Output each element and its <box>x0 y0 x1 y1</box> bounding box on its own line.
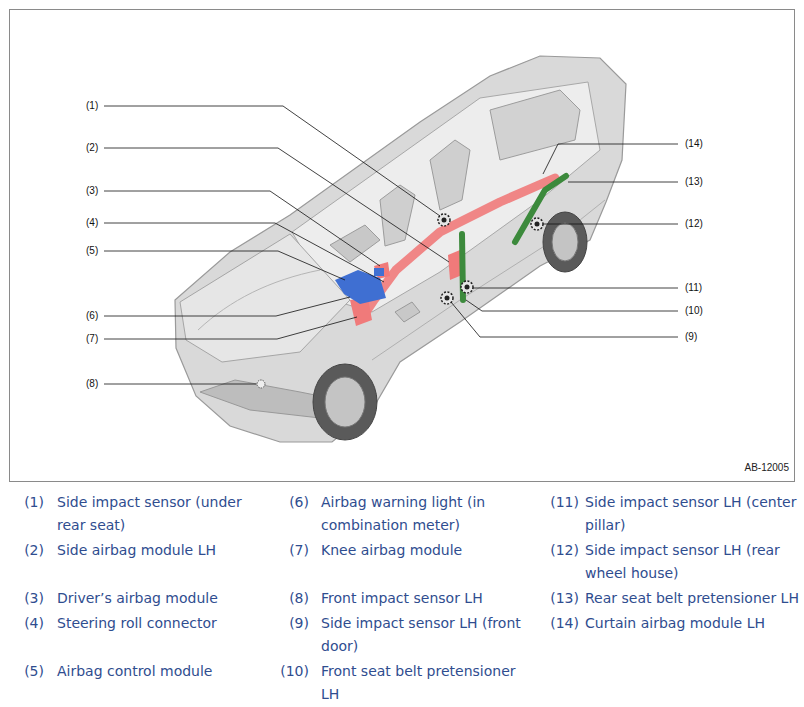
callout-number: (10) <box>684 305 704 317</box>
wheel-rim <box>325 377 365 427</box>
seat <box>380 185 415 246</box>
callout-number: (4) <box>85 217 99 229</box>
callout-number: (7) <box>85 333 99 345</box>
callout-number: (6) <box>85 310 99 322</box>
part-name: Front impact sensor LH <box>321 587 537 610</box>
item-number: (10) <box>280 660 309 683</box>
roll-connector <box>374 268 384 276</box>
item-number: (7) <box>289 539 309 562</box>
part-name: Side impact sensor (under rear seat) <box>57 491 267 537</box>
part-name: Rear seat belt pretensioner LH <box>585 587 799 610</box>
item-number: (5) <box>24 660 44 683</box>
part-name: Steering roll connector <box>57 612 267 635</box>
cabin <box>292 82 600 312</box>
item-number: (4) <box>24 612 44 635</box>
part-name: Knee airbag module <box>321 539 537 562</box>
item-number: (9) <box>289 612 309 635</box>
item-number: (3) <box>24 587 44 610</box>
mirror <box>395 302 420 322</box>
callout-number: (9) <box>684 331 698 343</box>
part-name: Front seat belt pretensioner LH <box>321 660 537 706</box>
part-name: Airbag control module <box>57 660 267 683</box>
callout-number: (5) <box>85 245 99 257</box>
part-name: Side airbag module LH <box>57 539 267 562</box>
rear-seat <box>490 90 580 160</box>
callout-number: (8) <box>85 378 99 390</box>
leader-lines <box>104 106 678 384</box>
wheel-rim <box>552 223 578 261</box>
item-number: (6) <box>289 491 309 514</box>
part-name: Curtain airbag module LH <box>585 612 799 635</box>
curtain-airbag <box>362 178 555 318</box>
callout-number: (11) <box>684 282 703 294</box>
part-name: Side impact sensor LH (center pillar) <box>585 491 799 537</box>
item-number: (13) <box>550 587 579 610</box>
seat <box>430 140 470 210</box>
figure-frame <box>10 10 795 482</box>
callout-number: (3) <box>85 185 99 197</box>
item-number: (8) <box>289 587 309 610</box>
sensor-markers <box>257 214 543 388</box>
callout-number: (13) <box>684 176 704 188</box>
callout-number: (12) <box>684 218 704 230</box>
front-wheel <box>313 364 377 440</box>
figure-id: AB-12005 <box>745 462 789 474</box>
callout-number: (1) <box>85 100 99 112</box>
item-number: (2) <box>24 539 44 562</box>
callout-number: (2) <box>85 142 99 154</box>
rear-pretensioner <box>515 176 566 242</box>
rear-wheel <box>543 212 587 272</box>
item-number: (1) <box>24 491 44 514</box>
part-name: Airbag warning light (in combination met… <box>321 491 537 537</box>
part-name: Side impact sensor LH (rear wheel house) <box>585 539 799 585</box>
item-number: (12) <box>550 539 579 562</box>
callout-number: (14) <box>684 138 704 150</box>
item-number: (14) <box>550 612 579 635</box>
driver-airbag <box>374 262 390 279</box>
part-name: Side impact sensor LH (front door) <box>321 612 537 658</box>
hood-line <box>198 270 320 330</box>
part-name: Driver’s airbag module <box>57 587 267 610</box>
item-number: (11) <box>550 491 579 514</box>
hood <box>180 234 350 362</box>
